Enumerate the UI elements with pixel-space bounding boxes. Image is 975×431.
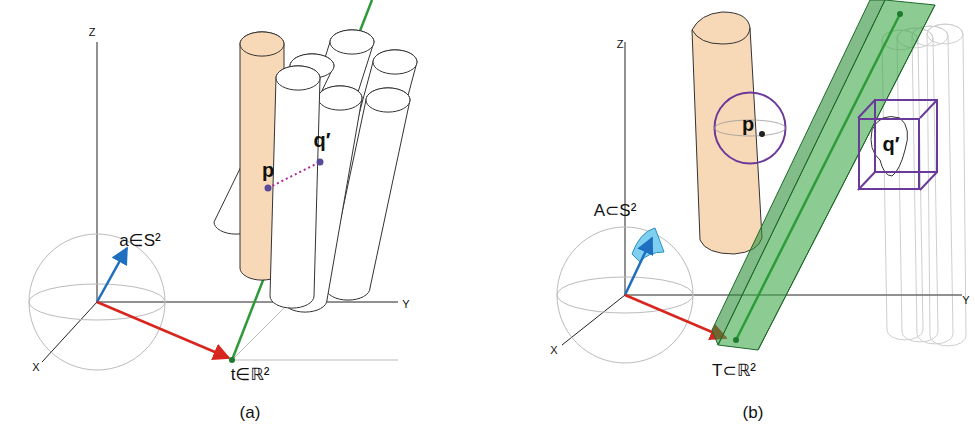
outline — [858, 118, 920, 190]
region-box: q′ — [858, 118, 920, 190]
label: q′ — [313, 130, 330, 150]
label: A⊂S² — [594, 202, 637, 219]
label: Z — [89, 27, 96, 38]
cylinder-top — [240, 32, 284, 56]
cylinder-top — [366, 88, 410, 112]
label: X — [550, 345, 557, 356]
label: (a) — [240, 404, 261, 421]
cylinder-top — [373, 50, 417, 74]
label: Y — [402, 299, 409, 310]
label: T⊂ℝ² — [712, 362, 756, 379]
label: a∈S² — [119, 232, 160, 249]
label: Y — [962, 295, 969, 306]
point-label: q′ — [882, 134, 899, 154]
label: t∈ℝ² — [231, 366, 270, 383]
cylinder-top — [318, 86, 362, 110]
label: p — [262, 160, 274, 180]
cylinder — [927, 24, 966, 346]
cylinder-top — [276, 66, 320, 90]
cylinder — [897, 28, 938, 342]
label: (b) — [743, 404, 764, 421]
label: Z — [617, 39, 624, 50]
region-circle: p — [713, 91, 787, 165]
point-label: p — [742, 114, 754, 134]
label: X — [32, 362, 39, 373]
cylinder-top — [927, 24, 963, 44]
cylinder — [270, 66, 320, 308]
cylinder-top — [330, 30, 374, 54]
